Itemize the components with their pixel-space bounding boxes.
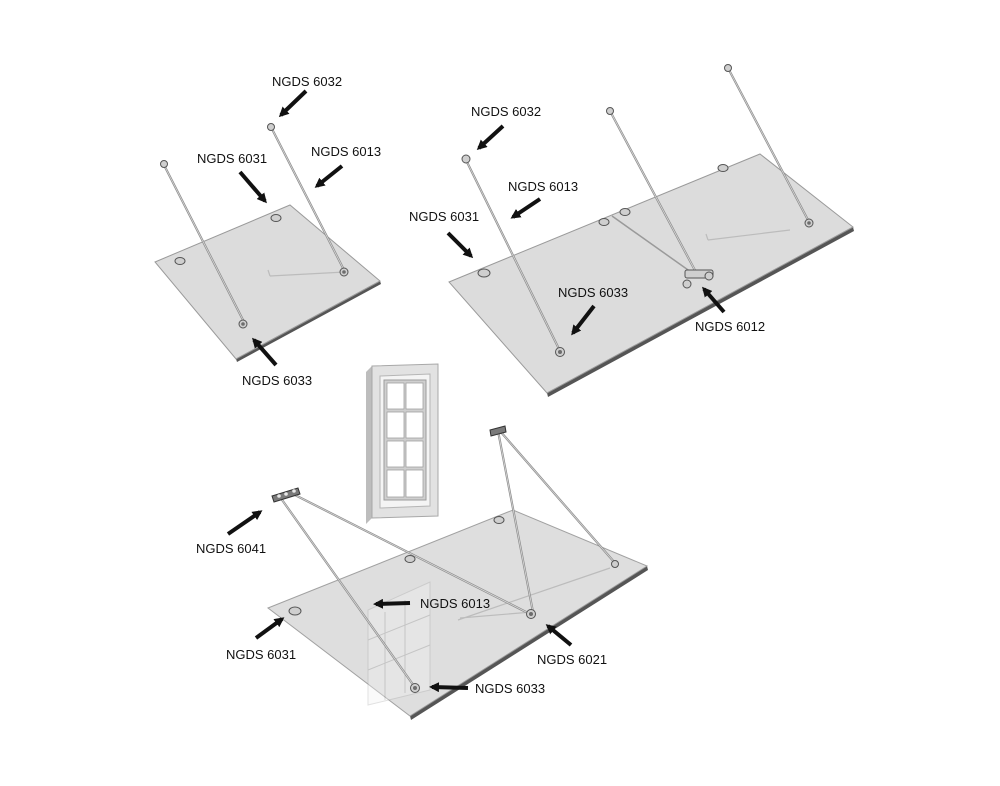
canopy-b-wall-fitting-3 bbox=[724, 64, 732, 72]
label-c-6033: NGDS 6033 bbox=[475, 681, 545, 696]
canopy-a-glass-fitting-1 bbox=[174, 257, 186, 265]
canopy-b-glass-fitting-2 bbox=[598, 218, 610, 226]
canopy-a-wall-fitting-right bbox=[267, 123, 275, 131]
canopy-b-wall-fitting-1 bbox=[461, 154, 471, 164]
arrow-a-6032 bbox=[278, 89, 308, 118]
door bbox=[366, 363, 439, 524]
canopy-a bbox=[154, 123, 381, 362]
arrow-c-6041 bbox=[226, 510, 263, 536]
arrow-c-6033 bbox=[429, 682, 469, 693]
canopy-b-glass-fitting-4 bbox=[717, 164, 729, 172]
canopy-b-callouts: NGDS 6032 NGDS 6013 NGDS 6031 NGDS 6033 … bbox=[409, 104, 765, 336]
label-b-6013: NGDS 6013 bbox=[508, 179, 578, 194]
label-a-6013: NGDS 6013 bbox=[311, 144, 381, 159]
canopy-b bbox=[448, 64, 854, 397]
label-c-6031: NGDS 6031 bbox=[226, 647, 296, 662]
canopy-c-rod-end-3 bbox=[611, 560, 619, 568]
arrow-a-6033 bbox=[252, 337, 278, 367]
label-c-6041: NGDS 6041 bbox=[196, 541, 266, 556]
arrow-b-6031 bbox=[446, 231, 474, 259]
label-c-6013: NGDS 6013 bbox=[420, 596, 490, 611]
label-a-6032: NGDS 6032 bbox=[272, 74, 342, 89]
canopy-c-glass-fitting-2 bbox=[404, 555, 416, 563]
label-a-6033: NGDS 6033 bbox=[242, 373, 312, 388]
canopy-b-wall-fitting-2 bbox=[606, 107, 614, 115]
arrow-a-6031 bbox=[238, 170, 267, 204]
arrow-c-6031 bbox=[254, 617, 285, 640]
arrow-a-6013 bbox=[314, 164, 344, 188]
canopy-b-glass-fitting-3 bbox=[619, 208, 631, 216]
arrow-b-6012 bbox=[702, 286, 726, 314]
label-b-6032: NGDS 6032 bbox=[471, 104, 541, 119]
canopy-c bbox=[266, 425, 649, 720]
label-b-6031: NGDS 6031 bbox=[409, 209, 479, 224]
label-c-6021: NGDS 6021 bbox=[537, 652, 607, 667]
arrow-b-6032 bbox=[476, 124, 505, 151]
canopy-a-glass-fitting-2 bbox=[270, 214, 282, 222]
canopy-b-glass-fitting-1 bbox=[477, 268, 491, 278]
canopy-c-glass-fitting-1 bbox=[288, 606, 302, 616]
arrow-b-6013 bbox=[510, 197, 542, 219]
canopy-c-wall-plate-right bbox=[489, 425, 507, 437]
canopy-a-callouts: NGDS 6032 NGDS 6031 NGDS 6013 NGDS 6033 bbox=[197, 74, 381, 388]
label-b-6033: NGDS 6033 bbox=[558, 285, 628, 300]
canopy-c-glass bbox=[266, 509, 649, 717]
label-b-6012: NGDS 6012 bbox=[695, 319, 765, 334]
label-a-6031: NGDS 6031 bbox=[197, 151, 267, 166]
canopy-c-callouts: NGDS 6041 NGDS 6013 NGDS 6031 NGDS 6021 … bbox=[196, 510, 607, 696]
arrow-c-6021 bbox=[545, 624, 573, 647]
canopy-a-wall-fitting-left bbox=[160, 160, 168, 168]
arrow-b-6033 bbox=[571, 304, 596, 336]
canopy-a-glass bbox=[154, 204, 381, 360]
canopy-c-glass-fitting-3 bbox=[493, 516, 505, 524]
arrow-c-6013 bbox=[373, 598, 411, 609]
